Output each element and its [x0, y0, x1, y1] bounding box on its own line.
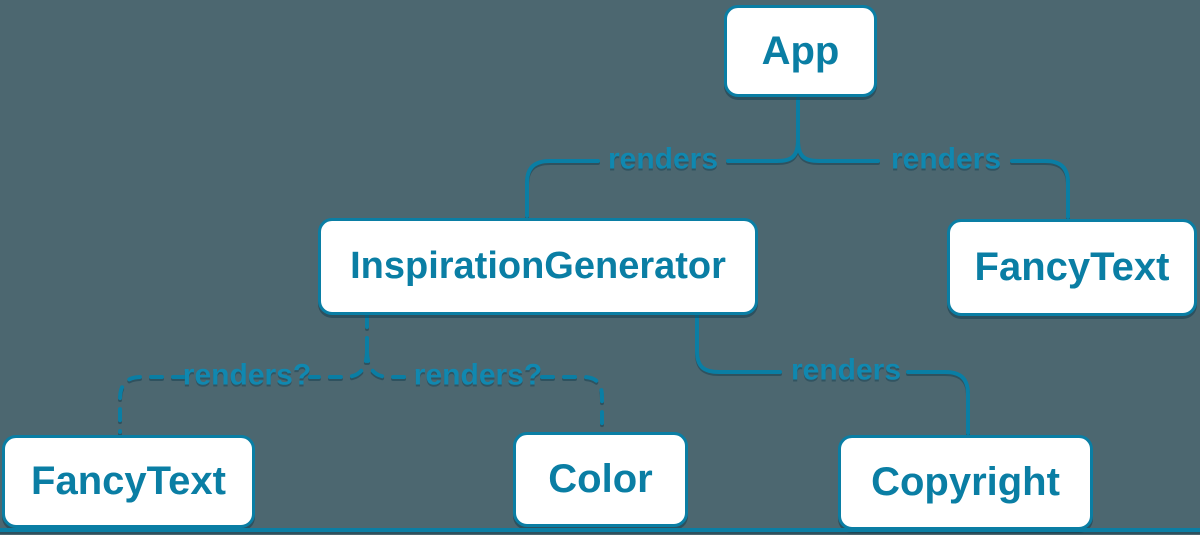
edge-label-inspiration-color: renders? [413, 358, 543, 392]
node-copyright: Copyright [838, 435, 1093, 530]
edge-dashed-into-color [540, 375, 604, 431]
node-color: Color [513, 432, 688, 527]
edge-dashed-into-fancytext-bottom [118, 375, 186, 434]
edge-app-to-inspiration [726, 138, 800, 163]
node-app: App [724, 5, 877, 97]
node-fancy-text-bottom: FancyText [2, 435, 255, 528]
edge-inspiration-out [695, 313, 782, 374]
edge-app-to-fancytext [796, 138, 880, 163]
edge-label-app-inspiration: renders [607, 142, 719, 176]
edge-into-inspiration [525, 159, 600, 218]
edge-dashed-to-fancytext [308, 348, 369, 379]
edge-into-fancytext-top [1010, 159, 1070, 219]
bottom-divider-line [0, 528, 1200, 532]
edge-dashed-to-color [365, 348, 416, 379]
edge-into-copyright [906, 370, 970, 435]
node-inspiration-generator: InspirationGenerator [318, 218, 758, 315]
edge-label-inspiration-copyright: renders [790, 353, 902, 387]
edge-label-inspiration-fancytext: renders? [182, 358, 312, 392]
edge-label-app-fancytext: renders [890, 142, 1002, 176]
node-fancy-text-top: FancyText [947, 219, 1197, 316]
